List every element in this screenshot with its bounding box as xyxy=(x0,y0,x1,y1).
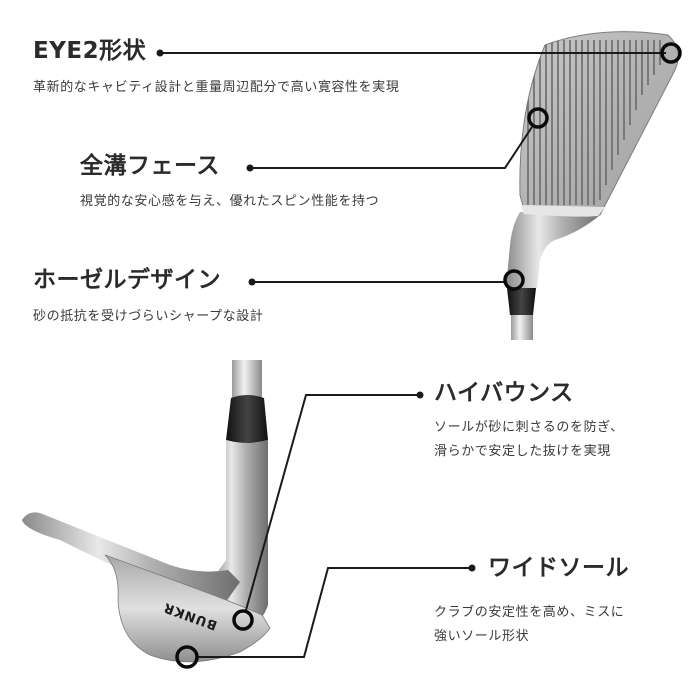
feature-desc-eye2: 革新的なキャビティ設計と重量周辺配分で高い寛容性を実現 xyxy=(33,80,400,95)
club-face-view xyxy=(506,31,679,340)
feature-desc-high-bounce-line2: 滑らかで安定した抜けを実現 xyxy=(434,444,611,459)
feature-title-hosel: ホーゼルデザイン xyxy=(33,267,221,293)
feature-title-eye2: EYE2形状 xyxy=(33,38,147,64)
feature-desc-wide-sole-line1: クラブの安定性を高め、ミスに xyxy=(434,605,625,620)
feature-desc-high-bounce-line1: ソールが砂に刺さるのを防ぎ、 xyxy=(434,420,624,435)
feature-title-full-groove: 全溝フェース xyxy=(80,153,220,179)
feature-desc-hosel: 砂の抵抗を受けづらいシャープな設計 xyxy=(33,309,264,324)
feature-desc-full-groove: 視覚的な安心感を与え、優れたスピン性能を持つ xyxy=(80,194,380,209)
feature-title-high-bounce: ハイバウンス xyxy=(434,380,574,406)
feature-desc-wide-sole-line2: 強いソール形状 xyxy=(434,629,530,644)
feature-title-wide-sole: ワイドソール xyxy=(488,555,629,581)
club-sole-view: BUNKR xyxy=(22,360,271,663)
